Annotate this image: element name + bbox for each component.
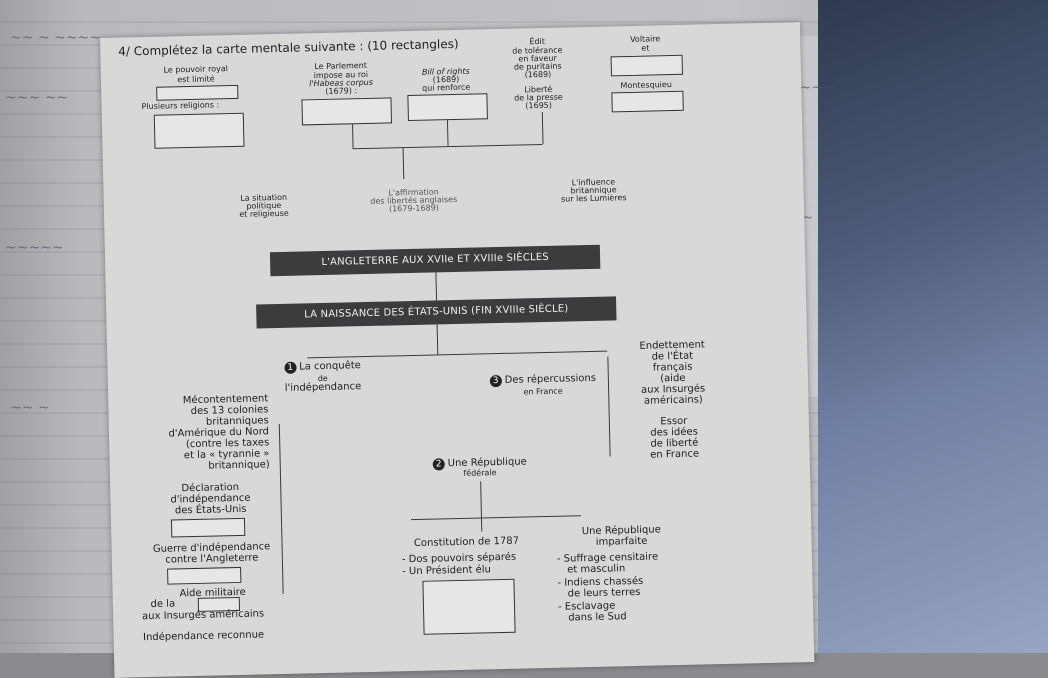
label-pouvoir: Le pouvoir royal [163,64,229,75]
connector [402,147,405,180]
branch-republique-label: Une République [447,456,527,470]
number-badge: 3 [489,374,502,388]
label-aide: de la [150,598,176,610]
scribble: ~~~~~ [5,240,64,256]
label-independance: Indépendance reconnue [142,629,265,644]
label-parlement: (1679) : [325,86,358,96]
connector [541,111,544,144]
branch-affirmation: (1679-1689) [388,203,439,214]
number-badge: 2 [432,458,445,471]
connector [352,124,354,149]
connector [436,324,439,355]
label-edit: (1689) [524,69,552,80]
branch-conquete-label: l'indépendance [284,381,362,394]
number-badge: 1 [284,361,297,374]
answer-box[interactable] [407,93,488,122]
connector [410,515,581,521]
label-voltaire: et [641,43,650,53]
label-religions: Plusieurs religions : [141,100,220,112]
background-cloth [818,0,1048,653]
label-aide: aux Insurgés américains [141,608,265,623]
label-constitution: - Un Président élu [402,564,492,578]
label-montesquieu: Montesquieu [620,80,673,91]
label-guerre: contre l'Angleterre [165,552,259,566]
label-republique-imparfaite: imparfaite [595,535,648,548]
branch-situation: et religieuse [239,208,289,219]
label-pouvoir: est limité [177,74,215,85]
scribble: ~~ ~~~~ [790,210,865,226]
answer-box[interactable] [611,90,684,113]
label-bill: qui renforce [422,82,471,93]
label-essor: en France [650,448,700,461]
branch-republique-label: fédérale [463,468,497,478]
scribble: ~~ ~ ~~~~ [10,30,102,46]
scribble: ~~ ~ [10,400,50,416]
answer-box[interactable] [156,84,239,101]
connector [278,424,284,594]
scribble: ~~~ ~~ [5,90,69,106]
answer-box[interactable] [153,112,245,149]
answer-box[interactable] [301,97,393,126]
connector [435,272,438,301]
label-declaration: des États-Unis [174,503,247,517]
connector [307,350,608,359]
connector [446,120,449,147]
label-mecontentement: britannique) [208,459,270,472]
label-constitution: Constitution de 1787 [413,535,520,550]
answer-box[interactable] [167,566,242,585]
label-republique-imparfaite: et masculin [567,563,626,576]
branch-conquete-label: La conquête [299,360,362,373]
label-liberte: (1695) [525,100,553,111]
branch-repercussions-label: en France [523,386,563,397]
label-republique-imparfaite: de leurs terres [567,586,641,600]
label-endettement: américains) [643,394,703,407]
exercise-title: 4/ Complétez la carte mentale suivante :… [118,36,459,59]
answer-box[interactable] [610,54,683,77]
connector [607,356,611,457]
label-republique-imparfaite: dans le Sud [568,611,627,624]
worksheet: 4/ Complétez la carte mentale suivante :… [100,22,815,678]
answer-box[interactable] [422,578,516,635]
label-constitution: - Dos pouvoirs séparés [401,551,517,566]
branch-repercussions-label: Des répercussions [504,372,597,386]
answer-box[interactable] [170,517,246,538]
connector [480,481,483,532]
branch-influence: sur les Lumières [560,193,627,204]
